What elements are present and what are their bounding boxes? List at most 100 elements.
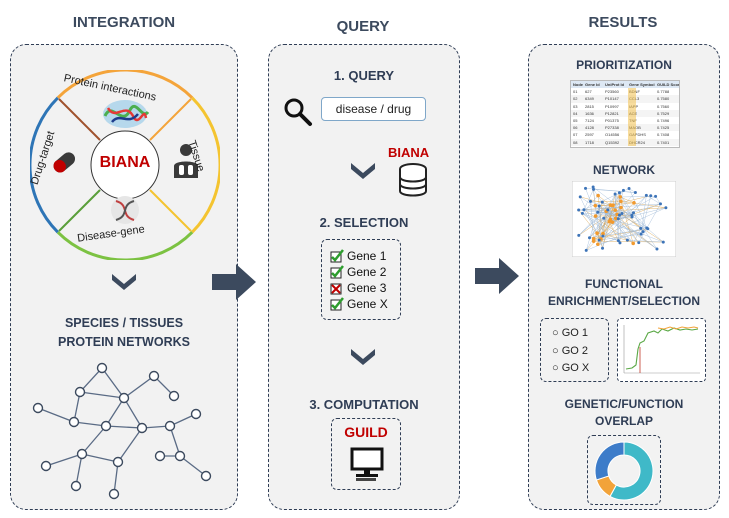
network-edge (655, 196, 661, 205)
table-cell: 6349 (585, 96, 594, 102)
query-search-field[interactable]: disease / drug (321, 97, 426, 121)
person-lungs-icon (174, 144, 198, 178)
network-node (596, 193, 600, 198)
gene-item: Gene 3 (347, 281, 387, 295)
network-edge (614, 193, 633, 218)
network-edge (595, 215, 664, 243)
network-node (591, 239, 596, 243)
table-cell: 4128 (585, 125, 594, 131)
go-term-item[interactable]: ○ GO X (552, 362, 590, 374)
network-node (618, 241, 622, 245)
network-edge (597, 231, 644, 245)
checkbox-checked-icon[interactable] (330, 249, 344, 263)
network-edge (582, 213, 642, 235)
table-row: 01627P23560BDNF0.7788 (571, 88, 679, 96)
table-row: 064128P27338MAOB0.7425 (571, 124, 679, 132)
network-node (588, 236, 592, 240)
network-node (601, 234, 605, 238)
table-cell: 2597 (585, 132, 594, 138)
table-cell: P01375 (605, 117, 619, 123)
biana-center-label: BIANA (99, 154, 151, 171)
step-computation-label: 3. COMPUTATION (309, 397, 419, 412)
network-node (627, 187, 631, 191)
network-node (606, 208, 610, 212)
network-edge (589, 219, 611, 238)
table-cell: 627 (585, 89, 592, 95)
table-cell: P23560 (605, 89, 619, 95)
checkbox-checked-icon[interactable] (330, 265, 344, 279)
network-node (600, 200, 604, 204)
database-icon (399, 163, 427, 197)
network-edge (582, 213, 632, 216)
table-header-cell: Gene Id (585, 82, 600, 87)
network-edge (585, 188, 591, 202)
chevron-down-icon (351, 349, 375, 365)
computer-icon (350, 447, 384, 481)
network-edge (580, 196, 598, 234)
dna-icon (111, 196, 139, 224)
network-edge (633, 212, 647, 229)
network-node (596, 210, 600, 214)
network-edge (583, 209, 598, 234)
network-edge (583, 209, 634, 213)
table-cell: 07 (573, 132, 578, 138)
network-node (597, 238, 601, 242)
table-cell: 05 (573, 117, 578, 123)
go-term-item[interactable]: ○ GO 2 (552, 345, 588, 357)
network-node (609, 203, 614, 208)
checkbox-checked-icon[interactable] (330, 297, 344, 311)
table-row: 032815P10997IAPP0.7560 (571, 102, 679, 110)
table-cell: 08 (573, 139, 578, 145)
donut-segment (594, 441, 625, 481)
table-row: 041636P12821ACE0.7529 (571, 109, 679, 117)
network-edge (620, 196, 635, 204)
overlap-label: GENETIC/FUNCTION OVERLAP (564, 397, 684, 428)
query-search-value: disease / drug (335, 102, 412, 116)
network-node (584, 248, 588, 252)
network-edge (618, 212, 634, 219)
gene-symbol-column-highlight (628, 88, 636, 146)
network-node (617, 191, 621, 195)
network-node (619, 205, 623, 210)
go-terms-box (540, 318, 609, 382)
table-cell: 0.7496 (657, 117, 670, 123)
network-edge (638, 203, 661, 243)
network-node (649, 194, 653, 198)
go-term-item[interactable]: ○ GO 1 (552, 327, 588, 339)
table-cell: DHCR24 (629, 139, 646, 145)
checkbox-rejected-icon[interactable] (330, 281, 344, 295)
step-selection-label: 2. SELECTION (319, 215, 409, 230)
network-edge (610, 203, 661, 220)
table-cell: 02 (573, 96, 578, 102)
table-cell: 0.7401 (657, 139, 670, 145)
search-icon (284, 98, 312, 126)
protein-network-graph (32, 362, 212, 500)
network-node (593, 214, 598, 218)
donut-segment (609, 441, 654, 501)
network-edge (614, 193, 623, 214)
table-cell: 0.7408 (657, 132, 670, 138)
network-node (616, 217, 620, 221)
table-cell: GAPDHS (629, 132, 646, 138)
network-node (589, 199, 593, 203)
protein-structure-icon (103, 100, 150, 128)
network-edge (610, 195, 651, 206)
network-node (654, 194, 658, 198)
table-row: 026349P10147CCL30.7580 (571, 95, 679, 103)
network-node (633, 191, 637, 195)
table-cell: P12821 (605, 110, 619, 116)
table-cell: P27338 (605, 125, 619, 131)
chevron-down-icon (112, 274, 136, 290)
network-node (613, 208, 617, 212)
guild-label: GUILD (344, 424, 388, 440)
table-cell: 03 (573, 103, 578, 109)
network-edge (593, 189, 628, 241)
table-row: 057124P01375TNF0.7496 (571, 116, 679, 125)
table-cell: P10997 (605, 103, 619, 109)
table-cell: 1718 (585, 139, 594, 145)
network-node (607, 219, 612, 224)
overlap-donut-chart (594, 441, 654, 501)
